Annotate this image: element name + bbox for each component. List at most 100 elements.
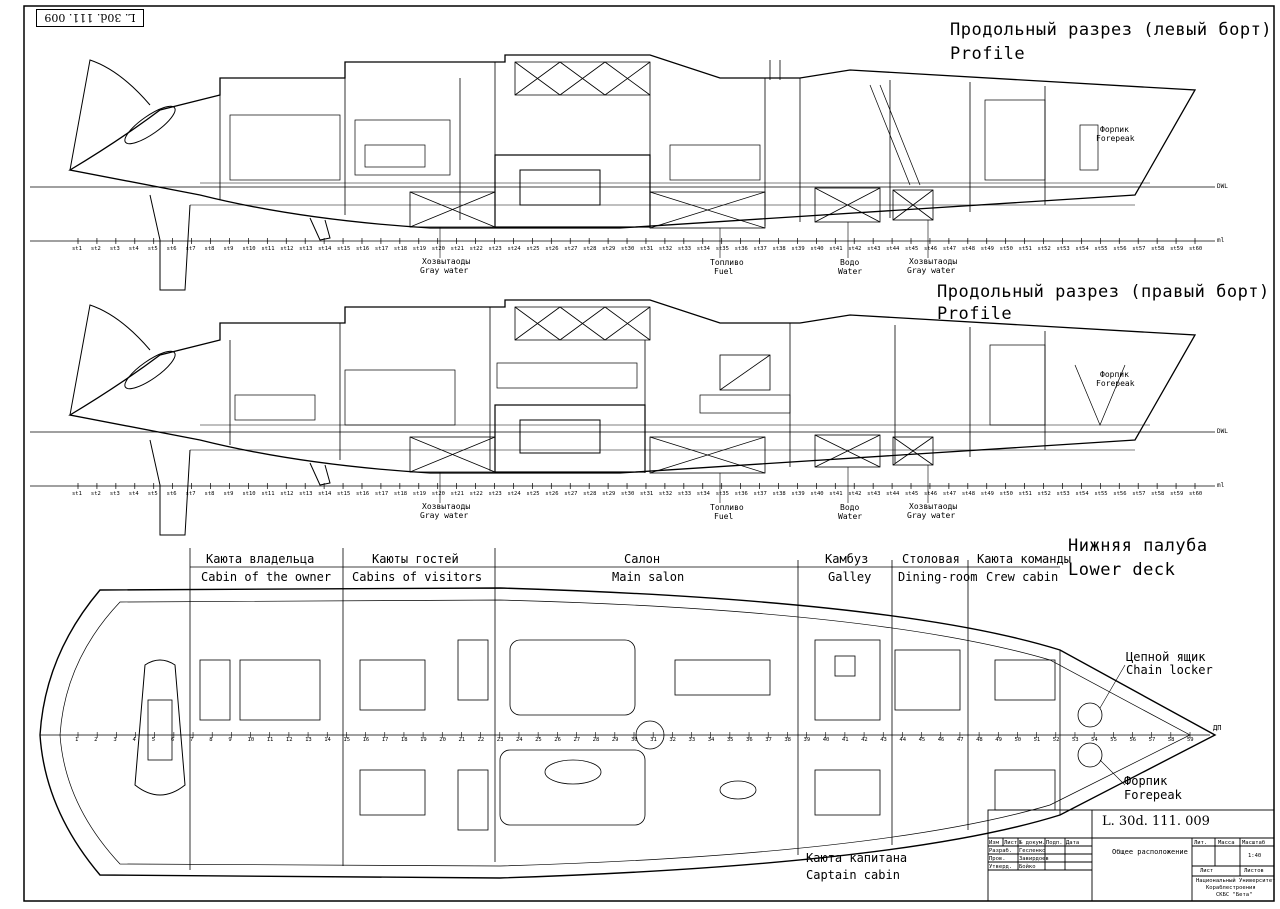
station-label: st41 [829, 491, 843, 497]
title-block-header-cell: Подп. [1046, 840, 1063, 846]
station-label: st47 [942, 246, 957, 252]
station-label: st11 [261, 246, 275, 252]
station-label: st11 [261, 491, 275, 497]
station-label: st50 [999, 491, 1013, 497]
frame-number: 58 [1167, 737, 1175, 743]
profile-left-title-ru: Продольный разрез (левый борт) [950, 20, 1273, 40]
profile-left [30, 54, 1215, 291]
station-label: st31 [639, 246, 654, 252]
station-label: st54 [1075, 491, 1089, 497]
station-label: st56 [1113, 491, 1127, 497]
station-label: st14 [318, 491, 332, 497]
title-block-person: Гесленко [1019, 848, 1046, 854]
frame-number: 3 [113, 737, 117, 743]
hull-outline [68, 54, 1197, 229]
gray-tank-2 [892, 189, 934, 221]
frame-number: 32 [669, 737, 676, 743]
station-label: st27 [564, 246, 578, 252]
sheet-label: Лист [1200, 868, 1214, 874]
station-label: st18 [393, 246, 408, 252]
sheet-border [23, 5, 1275, 902]
title-block-header-cell: № докум. [1019, 840, 1046, 846]
title-block-header-cell: Лист [1004, 840, 1018, 846]
profile-right [30, 299, 1215, 536]
station-label: st16 [355, 491, 370, 497]
gray-water-2-en: Gray water [907, 266, 956, 275]
station-label: st29 [602, 246, 616, 252]
frame-number: 35 [726, 737, 734, 743]
deck-hull-outline [39, 587, 1217, 879]
org-line-1: Национальный Университет [1196, 878, 1276, 884]
profile-left-title-en: Profile [950, 44, 1026, 64]
rudder [309, 217, 331, 241]
station-label: st38 [772, 246, 786, 252]
station-label: st57 [1132, 491, 1146, 497]
station-label: st36 [734, 491, 748, 497]
station-label: st58 [1151, 246, 1165, 252]
station-label: st3 [109, 246, 120, 252]
frame-number: 57 [1148, 737, 1156, 743]
station-label: st46 [923, 246, 938, 252]
forepeak-en: Forepeak [1096, 134, 1135, 143]
frame-number: 50 [1014, 737, 1022, 743]
station-label: st21 [450, 246, 464, 252]
title-block-role: Пров. [989, 856, 1006, 862]
station-label: st25 [526, 491, 540, 497]
water-ru: Водо [840, 258, 860, 267]
station-label: st47 [942, 491, 957, 497]
frame-number: 39 [803, 737, 811, 743]
station-label: st50 [999, 246, 1013, 252]
title-block-header-cell: Дата [1066, 840, 1080, 846]
frame-number: 7 [190, 737, 194, 743]
galley-en: Galley [828, 570, 872, 584]
station-label: st14 [318, 246, 332, 252]
station-label: st7 [185, 246, 196, 252]
visitors-cabins-ru: Каюты гостей [372, 552, 459, 566]
station-label: st44 [886, 491, 900, 497]
station-label: st8 [204, 246, 215, 252]
profile-right-title-en: Profile [937, 304, 1013, 324]
dwl-label-2: DWL [1217, 428, 1228, 435]
station-label: st18 [393, 491, 408, 497]
frame-number: 28 [592, 737, 600, 743]
station-label: st27 [564, 491, 578, 497]
fuel-ru-2: Топливо [710, 503, 744, 512]
gray-water-2-ru: Хозвытаоды [909, 257, 958, 266]
dwl-label: DWL [1217, 183, 1228, 190]
lit-header: Лит. [1194, 840, 1208, 846]
frame-number: 44 [899, 737, 907, 743]
station-label: st53 [1056, 246, 1070, 252]
keel [149, 439, 191, 536]
station-label: st12 [280, 491, 294, 497]
gray-water-ru: Хозвытаоды [422, 257, 471, 266]
station-label: st54 [1075, 246, 1089, 252]
station-label: st9 [223, 491, 234, 497]
fuel-en: Fuel [714, 267, 734, 276]
org-line-2: Кораблестроения [1206, 885, 1256, 891]
station-label: st16 [355, 246, 370, 252]
station-label: st35 [715, 246, 729, 252]
frame-number: 37 [765, 737, 772, 743]
station-label: st60 [1189, 491, 1203, 497]
frame-number: 19 [420, 737, 427, 743]
station-label: st49 [980, 491, 994, 497]
frame-number: 20 [439, 737, 446, 743]
forepeak-ru: Форпик [1100, 125, 1129, 134]
station-label: st13 [299, 246, 313, 252]
dinghy [124, 350, 176, 390]
scale-value: 1:40 [1248, 853, 1262, 859]
title-block-doc-title: Общее расположение [1112, 848, 1188, 856]
station-label: st52 [1037, 246, 1051, 252]
station-label: st20 [431, 246, 445, 252]
stern-davit [69, 304, 151, 416]
station-label: st57 [1132, 246, 1146, 252]
frame-number: 5 [151, 737, 155, 743]
station-label: st52 [1037, 491, 1051, 497]
title-block-code: L. 30d. 111. 009 [1102, 814, 1210, 829]
frame-number: 14 [324, 737, 331, 743]
forepeak-ru-2: Форпик [1100, 370, 1129, 379]
dinghy [124, 105, 176, 145]
gray-tank-1 [409, 191, 496, 228]
station-label: st1 [72, 246, 82, 252]
station-label: st6 [166, 491, 177, 497]
